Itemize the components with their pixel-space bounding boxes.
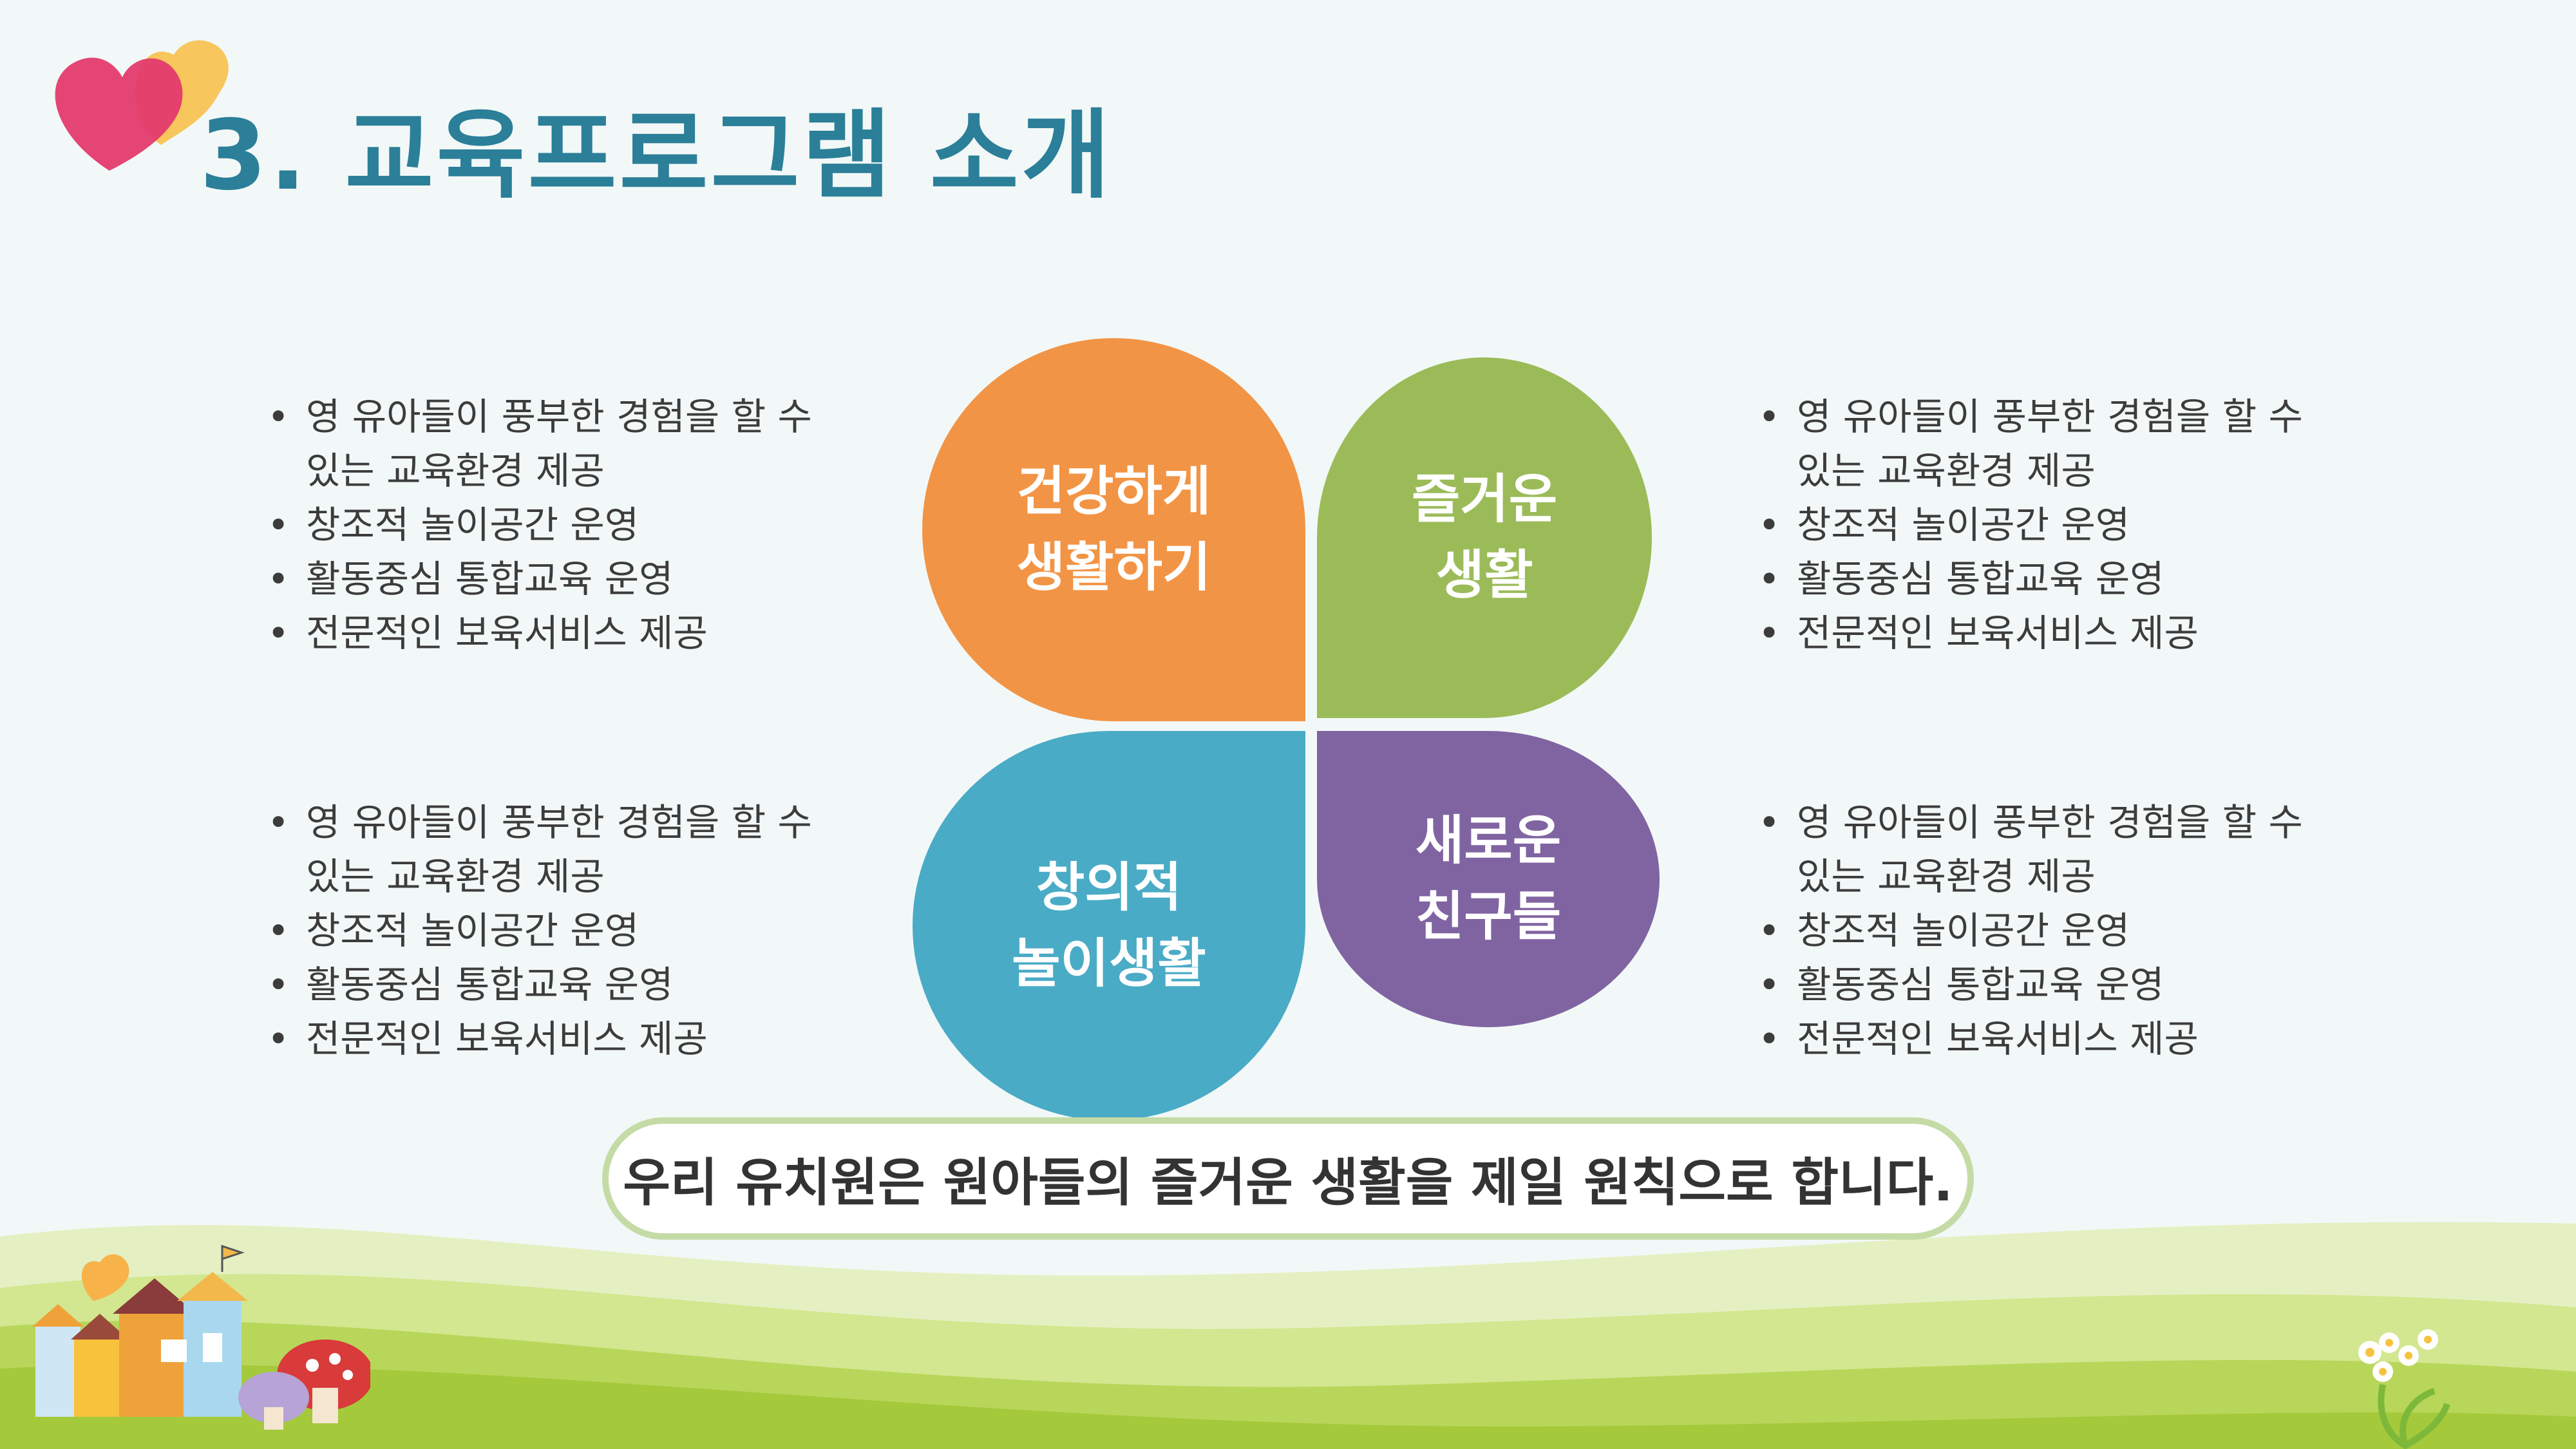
list-item: 전문적인 보육서비스 제공 [1758,606,2338,660]
toy-town-icon [32,1244,370,1430]
list-item: 영 유아들이 풍부한 경험을 할 수 있는 교육환경 제공 [1758,795,2338,904]
bullet-list-top-right: 영 유아들이 풍부한 경험을 할 수 있는 교육환경 제공 창조적 놀이공간 운… [1758,390,2338,660]
petal-label-line: 새로운 [1415,810,1562,871]
bullet-list-top-left: 영 유아들이 풍부한 경험을 할 수 있는 교육환경 제공 창조적 놀이공간 운… [267,390,847,660]
list-item: 창조적 놀이공간 운영 [267,904,847,958]
list-item: 활동중심 통합교육 운영 [1758,552,2338,606]
list-item: 영 유아들이 풍부한 경험을 할 수 있는 교육환경 제공 [1758,390,2338,498]
bullet-list-bottom-left: 영 유아들이 풍부한 경험을 할 수 있는 교육환경 제공 창조적 놀이공간 운… [267,795,847,1066]
petal-label-line: 친구들 [1415,886,1562,947]
petal-label-line: 즐거운 [1411,469,1558,530]
list-item: 창조적 놀이공간 운영 [1758,498,2338,552]
list-item: 활동중심 통합교육 운영 [267,552,847,606]
list-item: 전문적인 보육서비스 제공 [267,1012,847,1066]
list-item: 영 유아들이 풍부한 경험을 할 수 있는 교육환경 제공 [267,390,847,498]
petal-label-line: 건강하게 [1016,460,1211,522]
petal-label-line: 생활 [1435,545,1533,606]
petal-label-line: 생활하기 [1016,536,1211,598]
hills-background [0,1222,2576,1449]
bullet-list-bottom-right: 영 유아들이 풍부한 경험을 할 수 있는 교육환경 제공 창조적 놀이공간 운… [1758,795,2338,1066]
list-item: 활동중심 통합교육 운영 [1758,958,2338,1012]
petal-label-line: 놀이생활 [1012,933,1206,994]
list-item: 전문적인 보육서비스 제공 [267,606,847,660]
list-item: 창조적 놀이공간 운영 [267,498,847,552]
daisy-flowers-icon [2358,1329,2450,1449]
list-item: 활동중심 통합교육 운영 [267,958,847,1012]
list-item: 창조적 놀이공간 운영 [1758,904,2338,958]
page-title: 3. 교육프로그램 소개 [200,100,1113,212]
list-item: 영 유아들이 풍부한 경험을 할 수 있는 교육환경 제공 [267,795,847,904]
principle-banner: 우리 유치원은 원아들의 즐거운 생활을 제일 원칙으로 합니다. [602,1117,1974,1240]
hearts-decoration-icon [55,40,229,171]
list-item: 전문적인 보육서비스 제공 [1758,1012,2338,1066]
petal-label-line: 창의적 [1036,857,1182,918]
